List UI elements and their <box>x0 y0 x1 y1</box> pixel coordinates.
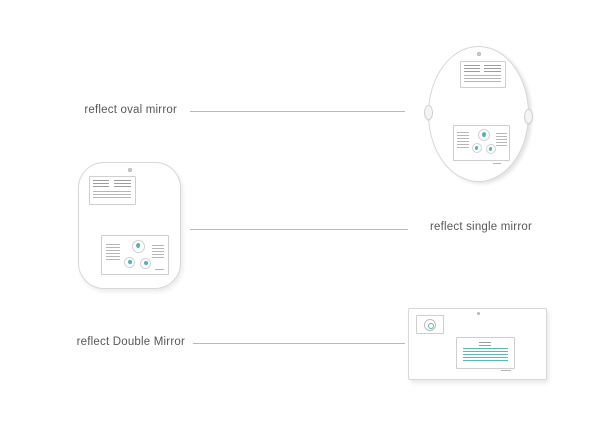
spec-microtext <box>114 180 131 187</box>
spec-microtext <box>93 191 131 200</box>
instruction-microtext <box>152 245 164 259</box>
spec-microtext <box>464 75 501 84</box>
hand-instruction-icon <box>486 144 496 154</box>
mounting-bracket-icon <box>424 105 433 120</box>
fineprint-microtext <box>501 370 511 371</box>
spec-microtext <box>93 180 109 187</box>
dial-icon <box>424 319 436 331</box>
double-mirror-back <box>408 308 547 380</box>
screw-icon <box>477 52 481 56</box>
leader-line-single <box>190 229 408 230</box>
instruction-microtext <box>457 132 469 148</box>
mounting-bracket-icon <box>524 109 533 124</box>
single-instruction-sticker <box>101 235 169 275</box>
instruction-microtext <box>106 244 120 262</box>
dial-module-box <box>416 315 444 334</box>
spec-title-microtext <box>479 342 491 346</box>
screw-icon <box>477 312 480 315</box>
callout-oval-mirror: reflect oval mirror <box>84 104 177 116</box>
fineprint-microtext <box>493 163 501 164</box>
hand-instruction-icon <box>140 258 151 269</box>
hand-instruction-icon <box>124 257 135 268</box>
leader-line-oval <box>190 111 405 112</box>
leader-line-double <box>193 343 405 344</box>
spec-microtext <box>464 65 480 72</box>
single-spec-sticker <box>89 176 136 205</box>
spec-teal-microtext <box>463 348 508 362</box>
single-mirror-back <box>78 162 181 289</box>
screw-icon <box>128 168 132 172</box>
hand-instruction-icon <box>478 129 490 141</box>
fineprint-microtext <box>155 269 164 270</box>
hand-instruction-icon <box>132 240 145 253</box>
oval-mirror-back <box>424 46 533 182</box>
callout-double-mirror: reflect Double Mirror <box>76 336 185 348</box>
oval-spec-sticker <box>460 61 506 88</box>
hand-instruction-icon <box>472 143 482 153</box>
instruction-microtext <box>496 133 507 146</box>
spec-microtext <box>484 65 501 72</box>
double-spec-sticker <box>456 337 515 369</box>
callout-single-mirror: reflect single mirror <box>430 221 532 233</box>
oval-instruction-sticker <box>453 125 510 161</box>
